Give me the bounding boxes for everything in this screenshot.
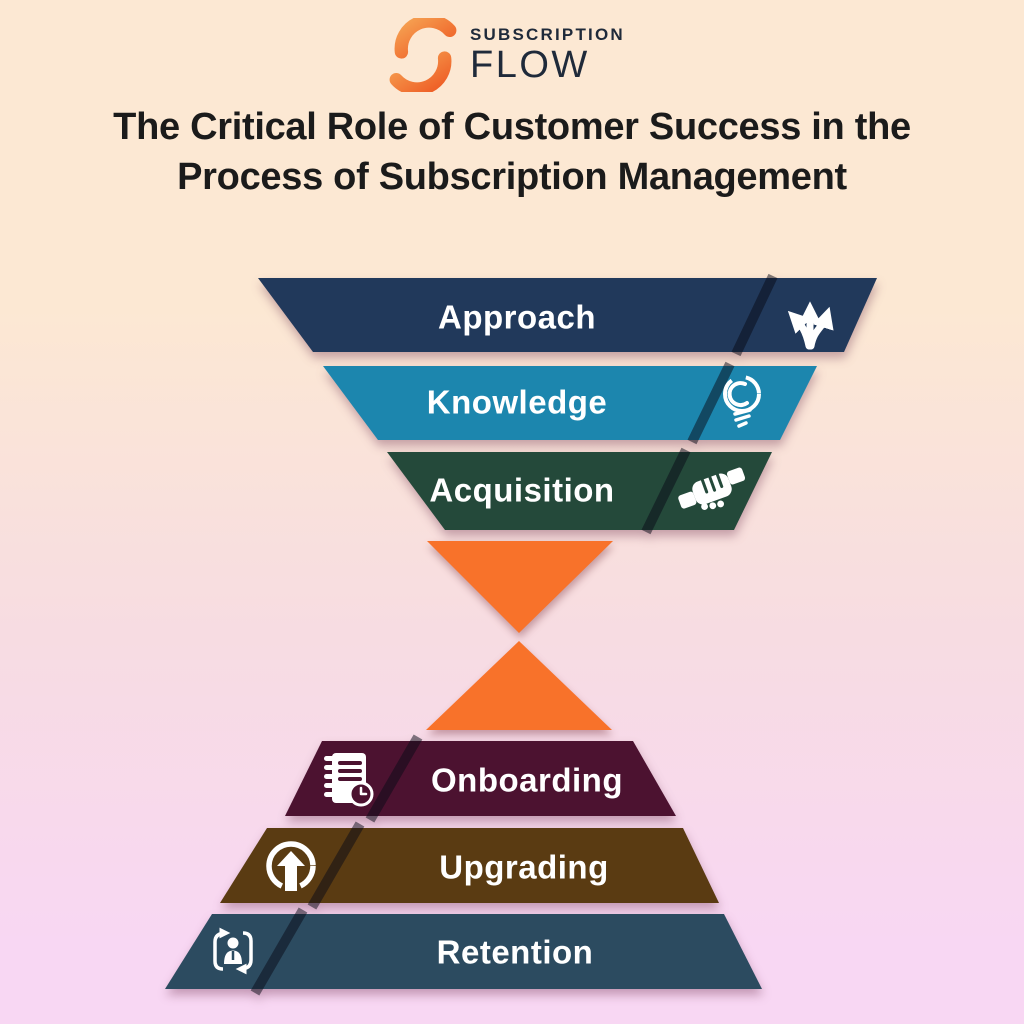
retention-label: Retention [437,934,594,971]
lightbulb-icon [723,375,761,428]
pyramid-band-retention: Retention [165,907,762,996]
upgrade-arrow-icon [266,841,316,891]
hourglass-top-triangle [427,541,613,633]
branch-arrows-icon [787,301,834,350]
acquisition-label: Acquisition [429,472,614,509]
upgrading-divider [307,821,365,910]
customer-retention-icon [213,927,253,975]
page-title-line2: Process of Subscription Management [177,156,847,198]
onboarding-divider [365,734,423,823]
approach-divider [731,273,778,357]
logo-wordmark: SUBSCRIPTION FLOW [470,26,625,84]
hourglass-bottom-triangle [426,641,612,730]
acquisition-divider [641,447,691,535]
retention-divider [250,907,308,996]
pyramid-band-onboarding: Onboarding [285,734,676,823]
onboarding-label: Onboarding [431,762,623,799]
approach-label: Approach [438,299,596,336]
page-title: The Critical Role of Customer Success in… [0,102,1024,202]
subscriptionflow-swirl-icon [389,18,457,92]
approach-band-shape [258,278,877,352]
page-title-line1: The Critical Role of Customer Success in… [113,106,911,148]
onboarding-checklist-icon [324,753,374,807]
pyramid-band-upgrading: Upgrading [220,821,719,910]
funnel-band-acquisition: Acquisition [387,447,772,535]
subscriptionflow-logo: SUBSCRIPTION FLOW [386,18,625,92]
upgrading-label: Upgrading [439,849,608,886]
retention-band-shape [165,914,762,989]
knowledge-divider [687,361,735,445]
handshake-icon [678,467,746,511]
logo-flow-text: FLOW [470,44,590,86]
funnel-band-knowledge: Knowledge [323,361,817,445]
logo-subscription-text: SUBSCRIPTION [470,25,625,44]
knowledge-band-shape [323,366,817,440]
funnel-band-approach: Approach [258,273,877,357]
knowledge-label: Knowledge [427,384,608,421]
